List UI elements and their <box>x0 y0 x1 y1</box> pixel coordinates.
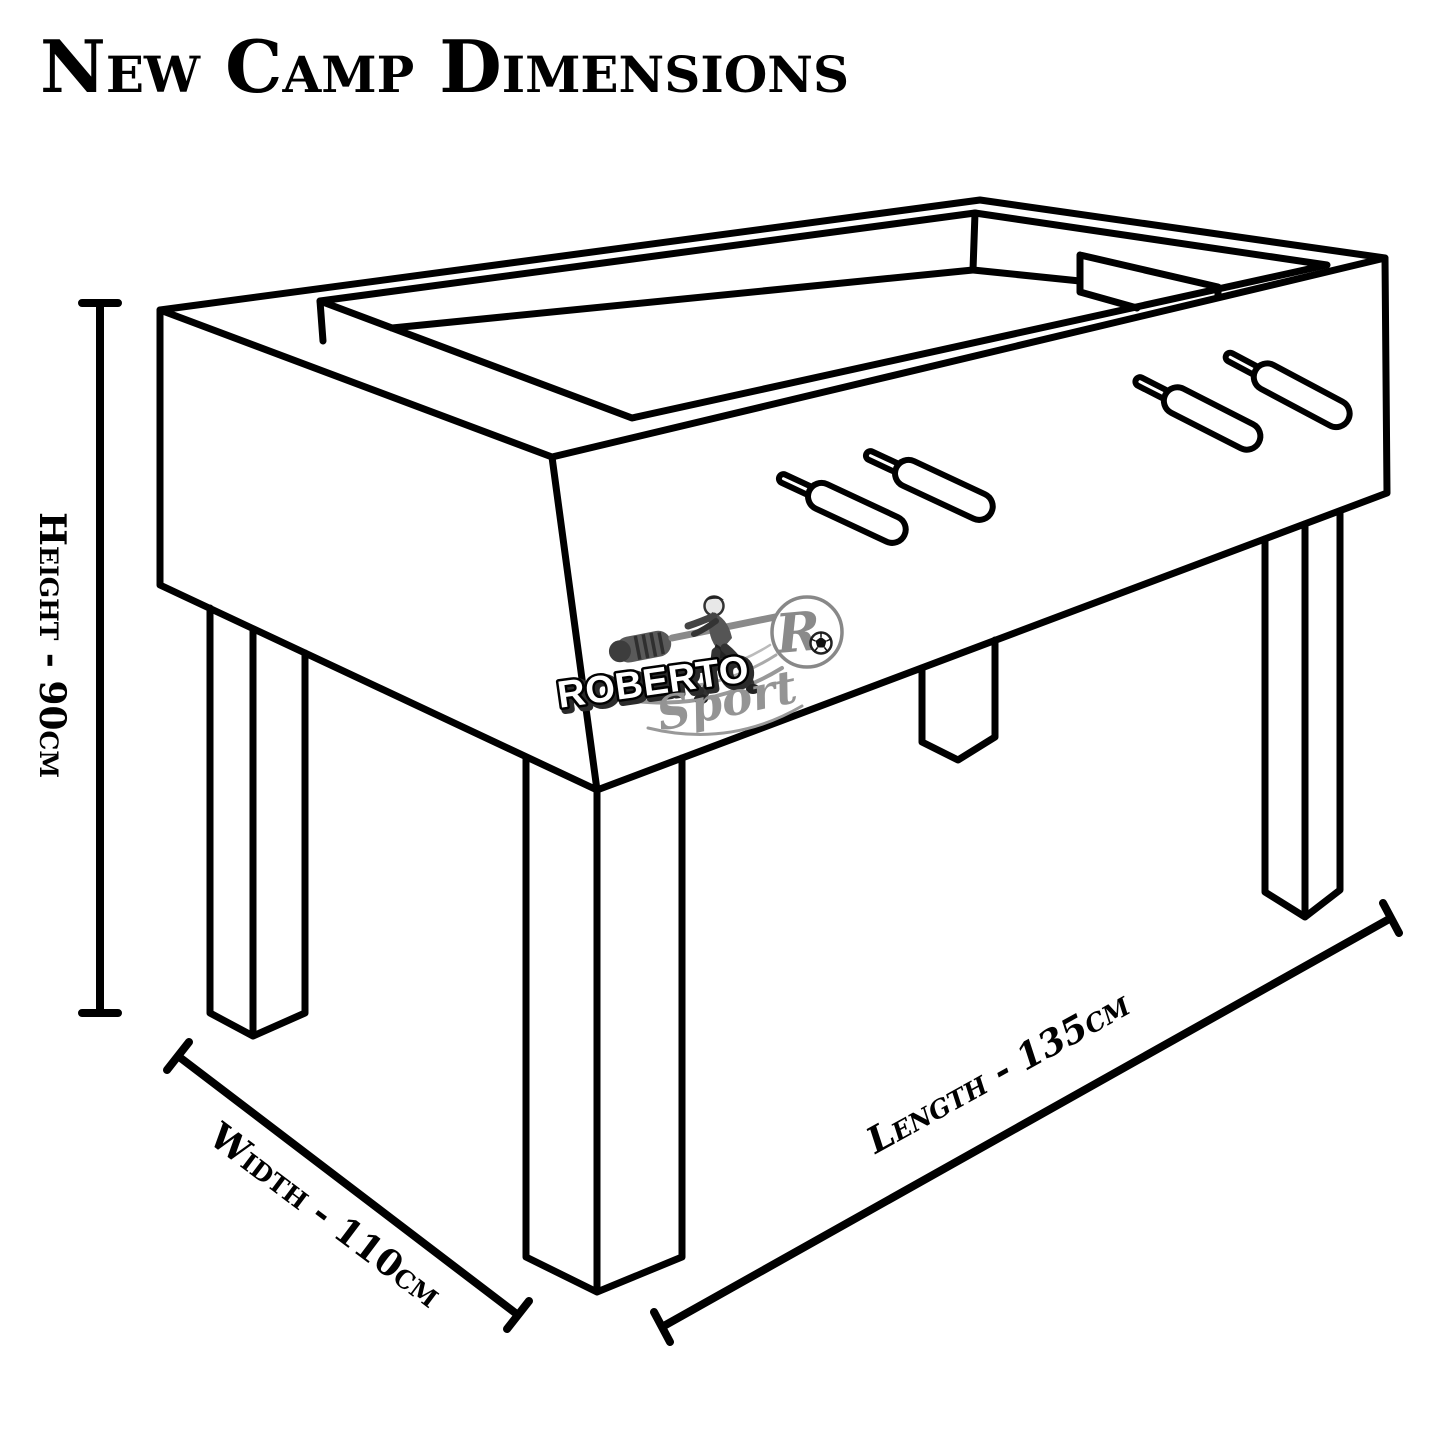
player-arm <box>684 612 718 630</box>
script-flourish-icon <box>646 704 804 736</box>
rod-handle-2 <box>862 448 996 523</box>
leg-rear-right <box>1261 507 1344 921</box>
player-boot <box>694 694 708 704</box>
swoosh-line <box>628 666 784 705</box>
rod-handle-4 <box>1222 349 1353 431</box>
width-dimension-line <box>163 1038 533 1333</box>
handle-grip-icon <box>892 456 996 523</box>
cabinet-left-face <box>156 306 601 794</box>
cabinet-right-face <box>593 254 1391 794</box>
player-hair <box>705 595 724 601</box>
goal-slot <box>1076 251 1222 312</box>
handle-grip-icon <box>1160 384 1264 453</box>
player-boot <box>746 684 760 694</box>
rod-handle-3 <box>1132 374 1264 453</box>
foosball-table-drawing <box>156 196 1391 1296</box>
logo-handle-icon <box>608 630 672 663</box>
handle-grip-icon <box>1250 360 1353 431</box>
ball-pentagon <box>815 637 827 648</box>
height-dimension-label: Height - 90cm <box>31 512 73 778</box>
far-wall-corner-edge <box>969 209 979 274</box>
player-leg <box>720 643 755 689</box>
left-wall-corner-edge <box>316 297 327 345</box>
length-dimension: Length - 135cm <box>650 899 1403 1346</box>
player-leg <box>699 647 721 699</box>
width-dimension-label: Width - 110cm <box>200 1114 449 1316</box>
logo-handle-knob <box>608 640 631 663</box>
leg-front <box>522 753 686 1296</box>
monogram-letter: R <box>771 598 823 666</box>
ball-seams <box>810 632 832 653</box>
page-title: New Camp Dimensions <box>40 24 849 109</box>
player-figure-icon <box>684 595 760 704</box>
playfield-far-left-edge <box>388 266 977 332</box>
height-dimension: Height - 90cm <box>31 299 122 1017</box>
table-top-inner-rim <box>316 209 1331 422</box>
player-arm <box>691 618 719 637</box>
rod-handles <box>775 349 1353 546</box>
logo-handle-ridges <box>633 632 665 660</box>
length-dimension-line <box>650 899 1403 1346</box>
handle-grip-icon <box>805 479 909 546</box>
roberto-sport-logo: R ROBERTO ROBERTO Sport <box>552 595 844 741</box>
soccer-ball-icon <box>809 631 833 655</box>
playfield-far-right-edge <box>969 266 1084 285</box>
height-dimension-line <box>78 299 122 1017</box>
leg-rear-left <box>206 604 309 1040</box>
center-support-stub <box>918 636 999 764</box>
width-dimension: Width - 110cm <box>163 1038 533 1333</box>
rod-handle-1 <box>775 471 909 546</box>
monogram-badge: R <box>770 595 844 669</box>
